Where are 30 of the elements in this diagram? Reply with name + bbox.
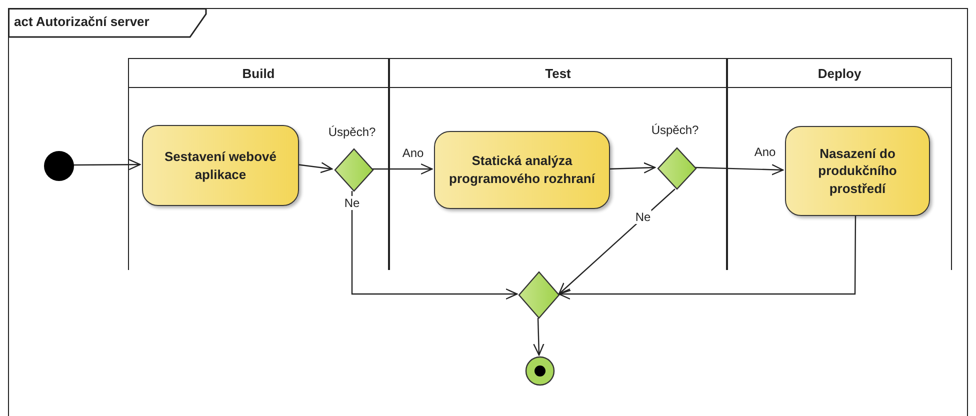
control-flow-arrow bbox=[296, 162, 333, 174]
initial-node bbox=[44, 151, 74, 181]
swimlane bbox=[128, 58, 389, 270]
lane-header: Deploy bbox=[728, 58, 951, 88]
swimlane bbox=[727, 58, 952, 270]
edge-label: Ne bbox=[343, 196, 361, 210]
control-flow-arrow bbox=[558, 188, 676, 295]
control-flow-arrow bbox=[351, 191, 518, 300]
lane-header: Build bbox=[129, 58, 388, 88]
edge-label: Ano bbox=[401, 146, 425, 160]
action-box: Nasazení do produkčního prostředí bbox=[785, 126, 930, 216]
control-flow-arrow bbox=[558, 215, 856, 300]
control-flow-arrow bbox=[372, 163, 433, 175]
lane-header: Test bbox=[390, 58, 726, 88]
frame-title: act Autorizační server bbox=[14, 14, 150, 29]
guard-label: Úspěch? bbox=[650, 123, 700, 137]
control-flow-arrow bbox=[73, 158, 141, 170]
action-box: Statická analýza programového rozhraní bbox=[434, 131, 610, 209]
decision-diamond bbox=[518, 271, 560, 319]
action-box: Sestavení webové aplikace bbox=[142, 125, 299, 206]
decision-diamond bbox=[657, 147, 697, 190]
edge-label: Ne bbox=[634, 210, 652, 224]
control-flow-arrow bbox=[608, 162, 656, 174]
control-flow-arrow bbox=[533, 318, 544, 356]
decision-diamond bbox=[334, 148, 374, 192]
control-flow-arrow bbox=[694, 164, 784, 176]
swimlane bbox=[389, 58, 727, 270]
edge-label: Ano bbox=[753, 145, 777, 159]
guard-label: Úspěch? bbox=[327, 125, 377, 139]
final-node bbox=[525, 356, 555, 386]
